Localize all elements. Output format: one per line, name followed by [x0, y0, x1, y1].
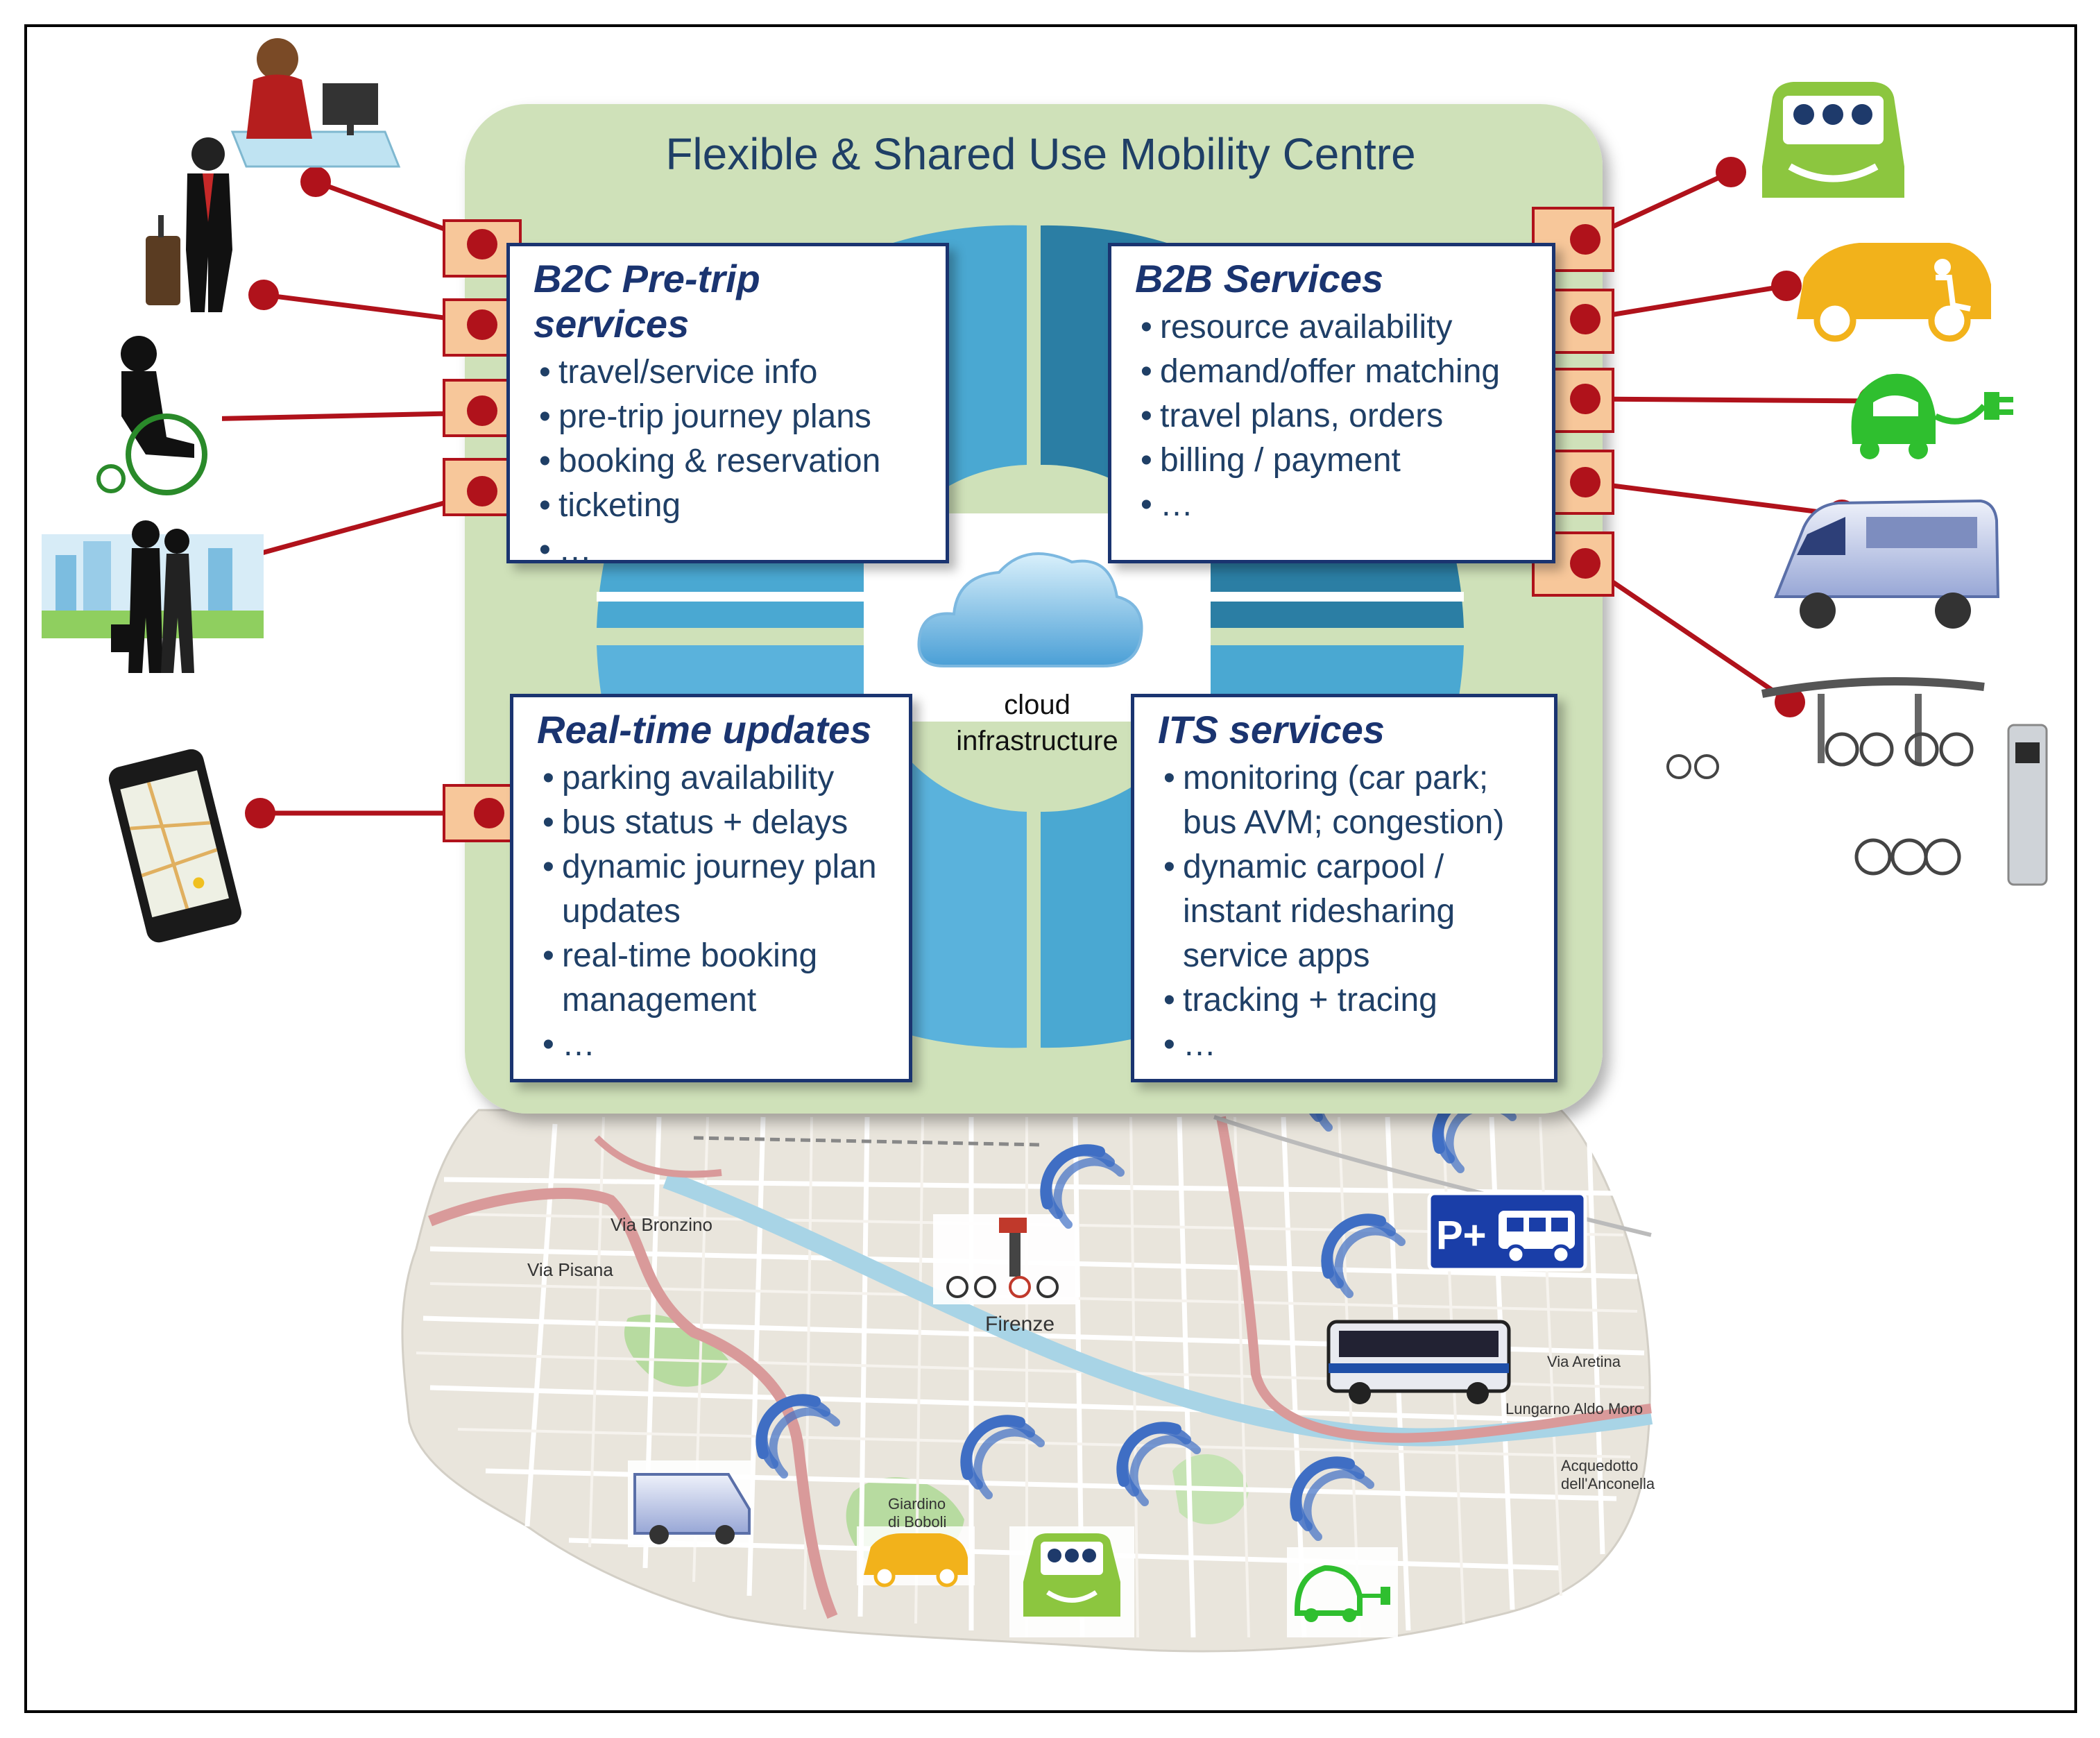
- cloud-infrastructure-label: cloud infrastructure: [933, 687, 1141, 759]
- list-item: parking availability: [537, 756, 889, 801]
- outer-frame: [24, 24, 2077, 1713]
- real-time-updates-list: parking availability bus status + delays…: [537, 756, 889, 1067]
- list-item: travel/service info: [533, 350, 926, 395]
- b2b-services-panel: B2B Services resource availability deman…: [1108, 243, 1555, 563]
- traveller-with-suitcase-icon: [146, 137, 232, 312]
- list-item: real-time booking management: [537, 934, 889, 1023]
- map-street-label: Via Aretina: [1547, 1353, 1621, 1370]
- map-electric-car-icon: [1287, 1547, 1398, 1637]
- b2c-services-list: travel/service info pre-trip journey pla…: [533, 350, 926, 572]
- b2c-services-panel: B2C Pre-trip services travel/service inf…: [506, 243, 949, 572]
- list-item: …: [537, 1023, 889, 1067]
- diagram-title: Flexible & Shared Use Mobility Centre: [665, 129, 1416, 179]
- left-connectors: [155, 167, 522, 842]
- list-item: tracking + tracing: [1158, 978, 1535, 1023]
- map-street-label: Via Pisana: [527, 1259, 613, 1280]
- list-item: …: [533, 528, 926, 572]
- wifi-icon: [1321, 1213, 1406, 1298]
- map-park-label: Giardino di Boboli: [888, 1495, 947, 1531]
- map-city-label: Firenze: [985, 1313, 1055, 1336]
- map-street-label: Via Bronzino: [611, 1214, 712, 1235]
- b2b-services-list: resource availability demand/offer match…: [1135, 305, 1533, 527]
- list-item: dynamic carpool / instant ridesharing se…: [1158, 845, 1535, 978]
- list-item: booking & reservation: [533, 439, 926, 484]
- map-minibus-icon: [628, 1460, 753, 1547]
- minibus-icon: [1774, 499, 2000, 629]
- wheelchair-user-icon: [83, 333, 222, 506]
- list-item: resource availability: [1135, 305, 1533, 350]
- park-and-ride-text: P+: [1436, 1213, 1487, 1258]
- cloud-label-line: infrastructure: [956, 726, 1118, 756]
- map-accessible-taxi-icon: [857, 1526, 975, 1587]
- list-item: ticketing: [533, 484, 926, 528]
- list-item: demand/offer matching: [1135, 350, 1533, 394]
- map-bike-station-icon: [933, 1214, 1079, 1304]
- map-place-label: Acquedotto dell'Anconella: [1561, 1457, 1655, 1492]
- its-services-list: monitoring (car park; bus AVM; congestio…: [1158, 756, 1535, 1067]
- list-item: pre-trip journey plans: [533, 395, 926, 439]
- wifi-icon: [1116, 1422, 1201, 1506]
- business-couple-icon: [42, 520, 264, 673]
- panel-heading: Real-time updates: [537, 708, 872, 751]
- list-item: …: [1135, 483, 1533, 527]
- real-time-updates-panel: Real-time updates parking availability b…: [510, 694, 912, 1082]
- panel-heading: B2B Services: [1135, 257, 1384, 300]
- wifi-icon: [1290, 1456, 1374, 1541]
- office-worker-icon: [230, 38, 401, 168]
- list-item: bus status + delays: [537, 801, 889, 845]
- map-street-label: Lungarno Aldo Moro: [1505, 1400, 1644, 1417]
- its-services-panel: ITS services monitoring (car park; bus A…: [1131, 694, 1557, 1082]
- wifi-icon: [1040, 1144, 1125, 1229]
- map-car-sharing-icon: [1009, 1526, 1134, 1637]
- car-sharing-icon: [1762, 82, 1904, 198]
- list-item: travel plans, orders: [1135, 394, 1533, 438]
- wifi-icon: [756, 1394, 840, 1479]
- panel-heading: ITS services: [1158, 708, 1385, 751]
- panel-heading: B2C Pre-trip services: [533, 257, 760, 346]
- list-item: …: [1158, 1023, 1535, 1067]
- list-item: monitoring (car park; bus AVM; congestio…: [1158, 756, 1535, 845]
- accessible-taxi-icon: [1797, 243, 1991, 342]
- list-item: dynamic journey plan updates: [537, 845, 889, 934]
- cloud-label-line: cloud: [1004, 690, 1070, 720]
- smartphone-icon: [108, 749, 241, 943]
- park-and-ride-sign-icon: P+: [1427, 1191, 1587, 1272]
- map-bus-icon: [1326, 1320, 1511, 1404]
- city-map: P+: [401, 1109, 1653, 1653]
- list-item: billing / payment: [1135, 438, 1533, 483]
- electric-car-icon: [1851, 373, 2013, 459]
- wifi-icon: [960, 1415, 1045, 1499]
- bike-sharing-station-icon: [1666, 677, 2048, 886]
